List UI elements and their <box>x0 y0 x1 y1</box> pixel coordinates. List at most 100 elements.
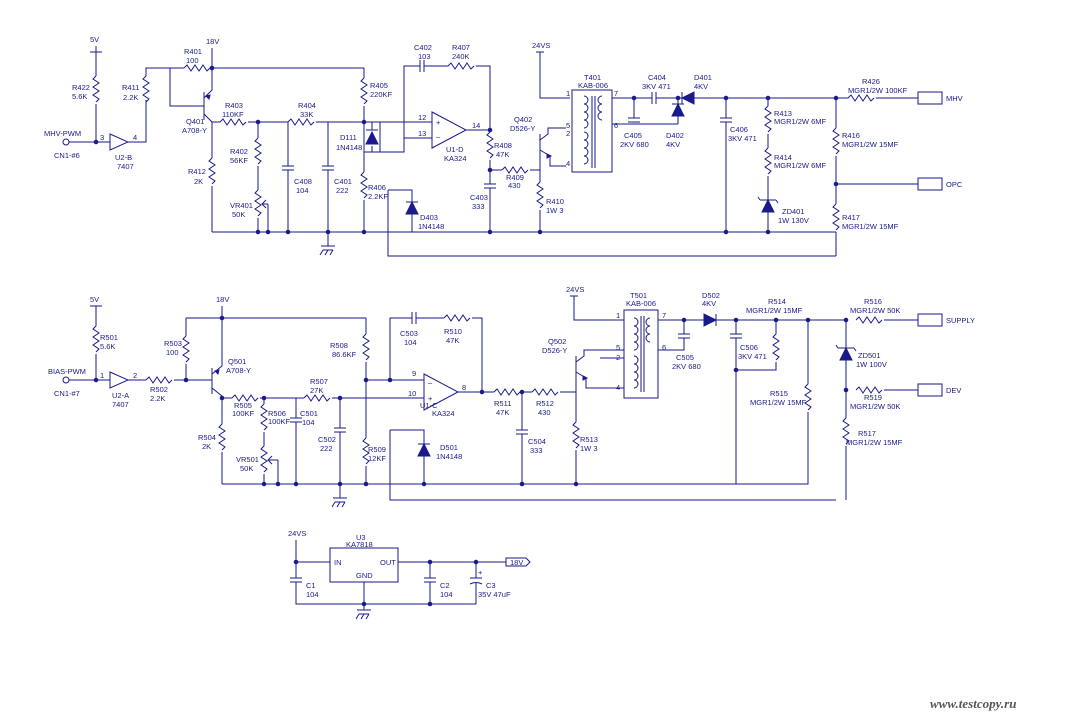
r511-label: R511 <box>494 399 511 408</box>
c2-value: 104 <box>440 590 453 599</box>
supply-output-terminal <box>917 313 943 327</box>
r407-value: 240K <box>452 52 470 61</box>
r517-label: R517 <box>858 429 876 438</box>
c502-value: 222 <box>320 444 333 453</box>
u2b-value: 7407 <box>117 162 134 171</box>
c404-value: 3KV 471 <box>642 82 671 91</box>
c408-label: C408 <box>294 177 312 186</box>
r516-value: MGR1/2W 50K <box>850 306 900 315</box>
svg-text:3: 3 <box>100 133 104 142</box>
svg-text:1: 1 <box>566 89 570 98</box>
r401-value: 100 <box>186 56 199 65</box>
c406-label: C406 <box>730 125 748 134</box>
svg-text:2: 2 <box>566 129 570 138</box>
mhv-section: 5V 18V 24VS R422 5.6K MHV-PWM CN1-#6 3 4… <box>44 35 963 257</box>
u2a-value: 7407 <box>112 400 129 409</box>
svg-text:14: 14 <box>472 121 480 130</box>
mhv-output-terminal <box>917 91 943 105</box>
t501-label: T501 <box>630 291 647 300</box>
r405-label: R405 <box>370 81 388 90</box>
u2b-buffer <box>109 133 130 151</box>
r514-label: R514 <box>768 297 786 306</box>
c402-value: 103 <box>418 52 431 61</box>
r410-value: 1W 3 <box>546 206 564 215</box>
c404-label: C404 <box>648 73 666 82</box>
t401-label: T401 <box>584 73 601 82</box>
c1-label: C1 <box>306 581 316 590</box>
c401-label: C401 <box>334 177 352 186</box>
d111-value: 1N4148 <box>336 143 362 152</box>
d111-diode <box>363 121 381 153</box>
mhv-18v-label: 18V <box>206 37 219 46</box>
svg-text:–: – <box>436 132 441 141</box>
dev-output-terminal <box>917 383 943 397</box>
t501-transformer <box>623 309 659 399</box>
r401-label: R401 <box>184 47 202 56</box>
r512-label: R512 <box>536 399 554 408</box>
d502-value: 4KV <box>702 299 716 308</box>
r422-value: 5.6K <box>72 92 87 101</box>
q402-transistor <box>539 127 566 159</box>
r513-label: R513 <box>580 435 598 444</box>
r414-label: R414 <box>774 153 792 162</box>
vr501-label: VR501 <box>236 455 259 464</box>
r416-value: MGR1/2W 15MF <box>842 140 899 149</box>
svg-text:OUT: OUT <box>380 558 396 567</box>
u2a-label: U2-A <box>112 391 129 400</box>
r509-label: R509 <box>368 445 386 454</box>
r422-label: R422 <box>72 83 90 92</box>
r416-label: R416 <box>842 131 860 140</box>
u1c-opamp <box>423 373 460 411</box>
d401-value: 4KV <box>694 82 708 91</box>
r410-label: R410 <box>546 197 564 206</box>
r417-value: MGR1/2W 15MF <box>842 222 899 231</box>
mhv-output-label: MHV <box>946 94 963 103</box>
t401-transformer <box>571 89 613 173</box>
cn1-7-label: CN1-#7 <box>54 389 80 398</box>
svg-text:9: 9 <box>412 369 416 378</box>
c405-value: 2KV 680 <box>620 140 649 149</box>
r402-label: R402 <box>230 147 248 156</box>
cn1-6-terminal <box>62 138 70 146</box>
svg-text:IN: IN <box>334 558 342 567</box>
cn1-6-label: CN1-#6 <box>54 151 80 160</box>
c505-label: C505 <box>676 353 694 362</box>
r506-value: 100KF <box>268 417 291 426</box>
r409-value: 430 <box>508 181 521 190</box>
svg-text:+: + <box>428 394 433 403</box>
q402-label: Q402 <box>514 115 532 124</box>
d401-diode <box>678 91 730 105</box>
svg-text:+: + <box>478 568 483 577</box>
q502-transistor <box>575 349 600 381</box>
c408-value: 104 <box>296 186 309 195</box>
reg-18v-label: 18V <box>510 558 523 567</box>
r413-label: R413 <box>774 109 792 118</box>
bias-section: 5V 18V 24VS R501 5.6K BIAS-PWM CN1-#7 1 … <box>48 285 975 508</box>
r406-label: R406 <box>368 183 386 192</box>
d401-label: D401 <box>694 73 712 82</box>
svg-text:6: 6 <box>614 121 618 130</box>
svg-text:2: 2 <box>133 371 137 380</box>
d402-value: 4KV <box>666 140 680 149</box>
bias-18v-label: 18V <box>216 295 229 304</box>
bias-5v-label: 5V <box>90 295 99 304</box>
c405-label: C405 <box>624 131 642 140</box>
r405-value: 220KF <box>370 90 393 99</box>
r519-label: R519 <box>864 393 882 402</box>
u3-label: U3 <box>356 533 366 542</box>
r408-value: 47K <box>496 150 509 159</box>
r516-label: R516 <box>864 297 882 306</box>
vr401-value: 50K <box>232 210 245 219</box>
q502-value: D526-Y <box>542 346 567 355</box>
svg-text:13: 13 <box>418 129 426 138</box>
svg-text:1: 1 <box>100 371 104 380</box>
mhv-24vs-label: 24VS <box>532 41 550 50</box>
r403-value: 110KF <box>222 110 244 119</box>
r508-value: 86.6KF <box>332 350 357 359</box>
r412-value: 2K <box>194 177 203 186</box>
r417-label: R417 <box>842 213 860 222</box>
r411-label: R411 <box>122 83 139 92</box>
d502-label: D502 <box>702 291 720 300</box>
c402-label: C402 <box>414 43 432 52</box>
r426-value: MGR1/2W 100KF <box>848 86 908 95</box>
